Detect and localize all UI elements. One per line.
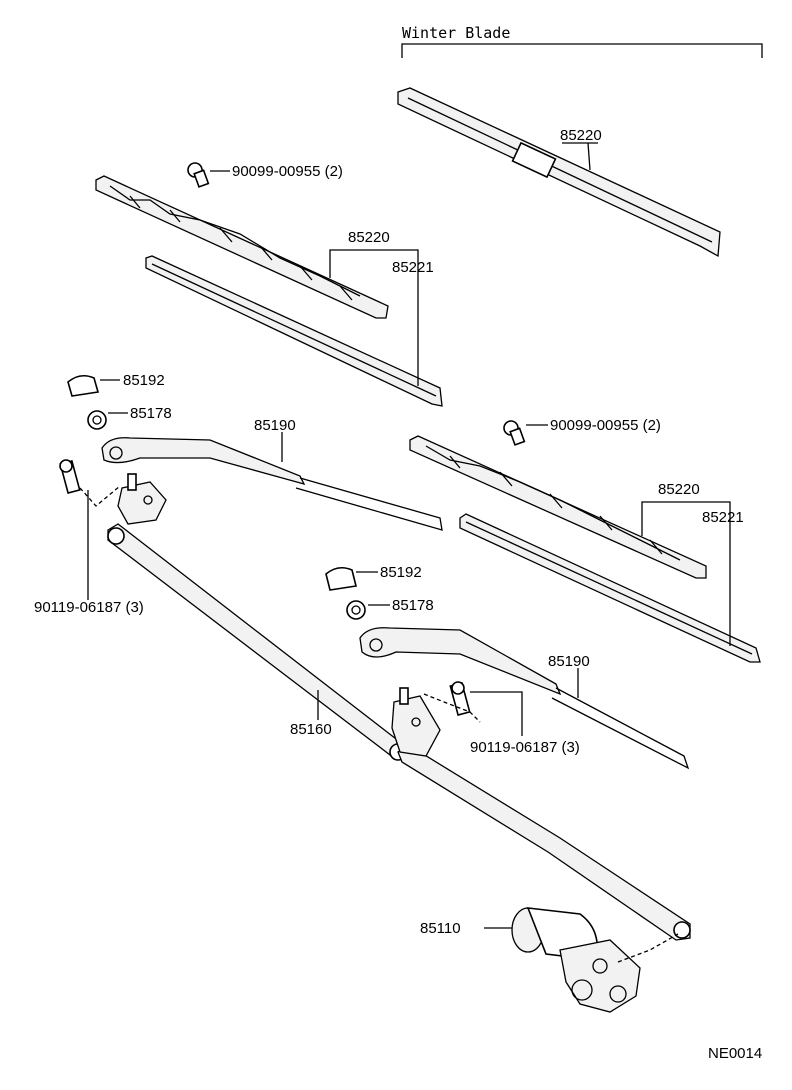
- label-bolt-90119-right: 90119-06187 (3): [470, 739, 580, 756]
- right-arm-assembly: 85192 85178 85190 90119-06187 (3): [325, 564, 690, 770]
- label-blade-85220-upper: 85220: [348, 229, 390, 246]
- winter-blade-body: [397, 87, 721, 258]
- link-rod-right: [397, 745, 691, 941]
- label-clip-90099-upper: 90099-00955 (2): [232, 163, 343, 180]
- label-rubber-85221-upper: 85221: [392, 259, 434, 276]
- label-arm-85190-left: 85190: [254, 417, 296, 434]
- winter-blade-clip: [511, 141, 557, 179]
- upper-blade-frame: [95, 175, 389, 319]
- label-motor-85110: 85110: [420, 920, 461, 937]
- upper-blade-rubber: [145, 255, 443, 407]
- nut-85178-left: [87, 410, 107, 430]
- label-cap-85192-left: 85192: [123, 372, 165, 389]
- pivot-bracket-left: [117, 481, 167, 525]
- link-rod-left: [107, 523, 405, 759]
- label-arm-85190-right: 85190: [548, 653, 590, 670]
- cap-85192-right: [325, 566, 357, 591]
- label-nut-85178-left: 85178: [130, 405, 172, 422]
- motor-gear-housing: [559, 939, 641, 1013]
- right-blade-frame: [409, 435, 707, 579]
- nut-85178-right: [346, 600, 366, 620]
- arm-85190-right-head: [359, 627, 562, 696]
- label-clip-90099-right: 90099-00955 (2): [550, 417, 661, 434]
- cap-85192-left: [67, 374, 100, 397]
- diagram-code: NE0014: [708, 1045, 762, 1062]
- left-arm-assembly: 85192 85178 85190 90119-06187 (3): [34, 372, 443, 616]
- winter-blade-title: Winter Blade: [402, 24, 510, 42]
- label-link-85160: 85160: [290, 721, 332, 738]
- arm-85190-left-head: [101, 437, 306, 486]
- winter-blade-header: Winter Blade: [401, 24, 763, 58]
- label-blade-85220-right: 85220: [658, 481, 700, 498]
- upper-blade-assembly: 90099-00955 (2) 85220 85221: [95, 162, 443, 407]
- motor-85110: 85110: [420, 907, 679, 1013]
- label-bolt-90119-left: 90119-06187 (3): [34, 599, 144, 616]
- right-blade-assembly: 90099-00955 (2) 85220 85221: [409, 417, 761, 663]
- winter-blade: 85220: [397, 87, 721, 258]
- winter-blade-bracket: [401, 43, 763, 58]
- link-rod-85160: 85160: [107, 523, 691, 941]
- label-nut-85178-right: 85178: [392, 597, 434, 614]
- label-cap-85192-right: 85192: [380, 564, 422, 581]
- label-rubber-85221-right: 85221: [702, 509, 744, 526]
- label-winter-85220: 85220: [560, 127, 602, 144]
